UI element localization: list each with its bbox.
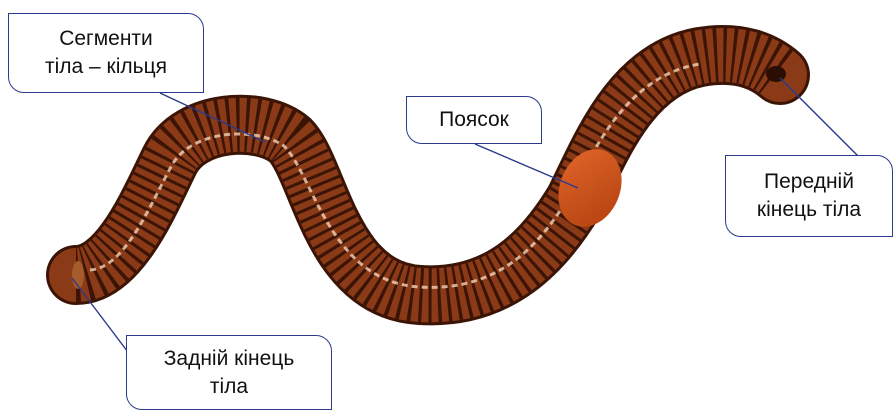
callout-clitellum: Поясок xyxy=(406,96,542,144)
callout-segments-line2: тіла – кільця xyxy=(45,53,167,81)
worm-front-tip xyxy=(766,66,786,82)
callout-segments: Сегменти тіла – кільця xyxy=(8,13,204,93)
callout-front-end-line2: кінець тіла xyxy=(757,196,861,224)
callout-back-end: Задній кінець тіла xyxy=(126,335,332,410)
leader-line-front-end xyxy=(780,78,858,156)
callout-back-end-line1: Задній кінець xyxy=(164,345,295,373)
callout-back-end-line2: тіла xyxy=(210,373,248,401)
callout-front-end: Передній кінець тіла xyxy=(725,155,893,237)
callout-segments-line1: Сегменти xyxy=(59,25,153,53)
callout-front-end-line1: Передній xyxy=(764,168,854,196)
callout-clitellum-line1: Поясок xyxy=(439,106,509,134)
